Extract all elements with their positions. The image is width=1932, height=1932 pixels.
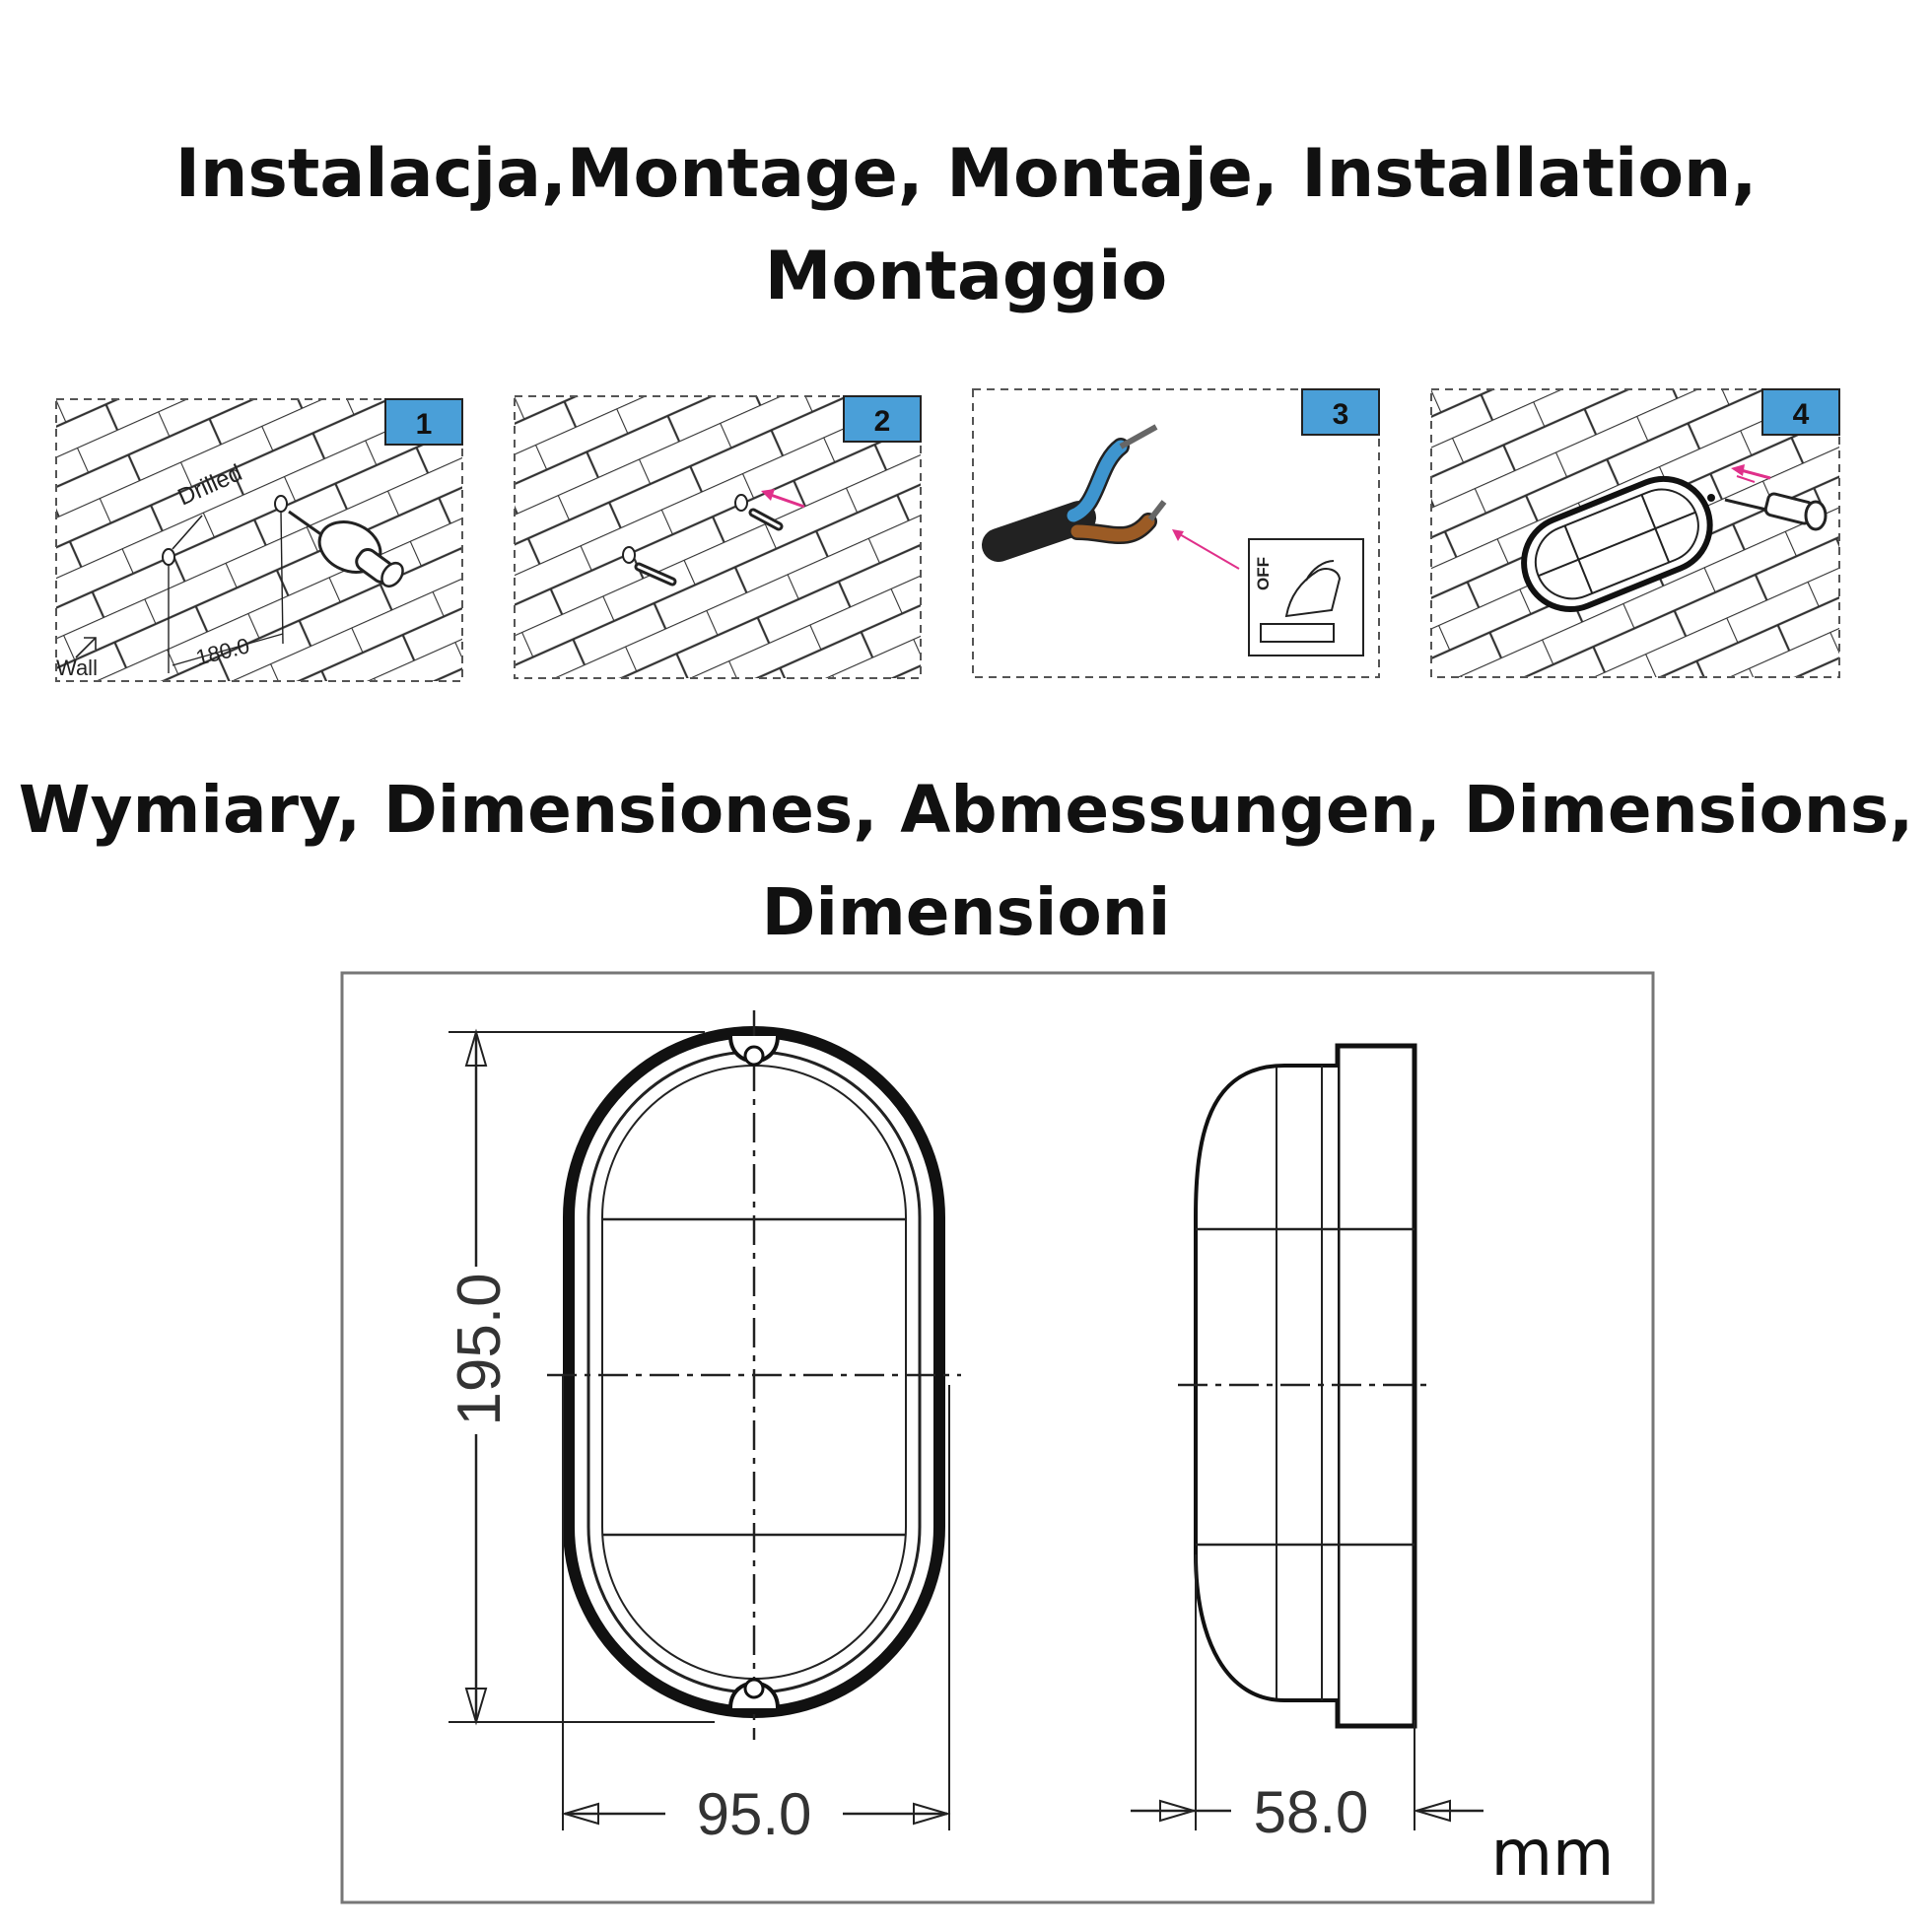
dimension-drawing-svg: 195.0 95.0 58.0 mm	[340, 971, 1655, 1904]
step-4-number: 4	[1793, 398, 1810, 431]
width-value: 95.0	[697, 1781, 812, 1847]
step-1-badge	[384, 398, 463, 446]
depth-value: 58.0	[1254, 1779, 1369, 1845]
step-3-number: 3	[1333, 398, 1349, 431]
cable-icon	[982, 424, 1167, 562]
step-3-badge	[1301, 388, 1380, 436]
step-2-illustration: 2	[514, 395, 922, 679]
installation-heading: Instalacja,Montage, Montaje, Installatio…	[0, 123, 1932, 328]
drill-icon	[288, 510, 404, 588]
step-1-number: 1	[416, 408, 433, 441]
warning-arrow-icon	[1172, 529, 1240, 570]
dimensions-heading-line1: Wymiary, Dimensiones, Abmessungen, Dimen…	[18, 772, 1914, 848]
unit-label: mm	[1491, 1818, 1615, 1891]
step-2-number: 2	[874, 405, 891, 438]
screwdriver-icon	[1724, 492, 1828, 531]
installation-heading-line1: Instalacja,Montage, Montaje, Installatio…	[174, 135, 1758, 213]
screw-arrow-icon	[1731, 464, 1771, 483]
mounting-hole-icon	[743, 1045, 765, 1067]
lamp-mounted-icon	[1521, 475, 1713, 613]
dimensions-heading-line2: Dimensioni	[761, 874, 1171, 950]
power-switch-icon	[1248, 538, 1364, 656]
step-3-illustration: OFF 3	[972, 388, 1380, 678]
step-1-panel: 1 Drilled Wall 180.0	[54, 397, 464, 683]
dimension-drawing: 195.0 95.0 58.0 mm	[340, 971, 1661, 1911]
wall-label: Wall	[56, 656, 98, 680]
step-4-panel: 4	[1429, 387, 1841, 679]
installation-heading-line2: Montaggio	[764, 238, 1168, 315]
mounting-hole-icon	[743, 1678, 765, 1699]
step-1-illustration: 1 Drilled Wall 180.0	[55, 398, 463, 682]
step-2-panel: 2	[513, 394, 923, 680]
front-view	[547, 1010, 961, 1740]
wall-plug-icon	[734, 494, 784, 531]
dimensions-heading: Wymiary, Dimensiones, Abmessungen, Dimen…	[0, 759, 1932, 964]
width-dimension	[561, 1375, 951, 1830]
drill-hole-icon	[162, 548, 175, 566]
drill-hole-icon	[274, 495, 288, 513]
insert-arrow-icon	[761, 489, 805, 509]
step-4-illustration: 4	[1430, 388, 1840, 678]
step-2-badge	[843, 395, 922, 443]
height-dimension	[448, 1028, 715, 1726]
off-label: OFF	[1254, 557, 1273, 590]
step-4-badge	[1761, 388, 1840, 436]
wall-plug-icon	[622, 546, 677, 586]
side-view	[1178, 1043, 1434, 1729]
step-3-panel: OFF 3	[971, 387, 1381, 679]
height-value: 195.0	[446, 1273, 514, 1425]
depth-dimension	[1131, 1554, 1484, 1830]
